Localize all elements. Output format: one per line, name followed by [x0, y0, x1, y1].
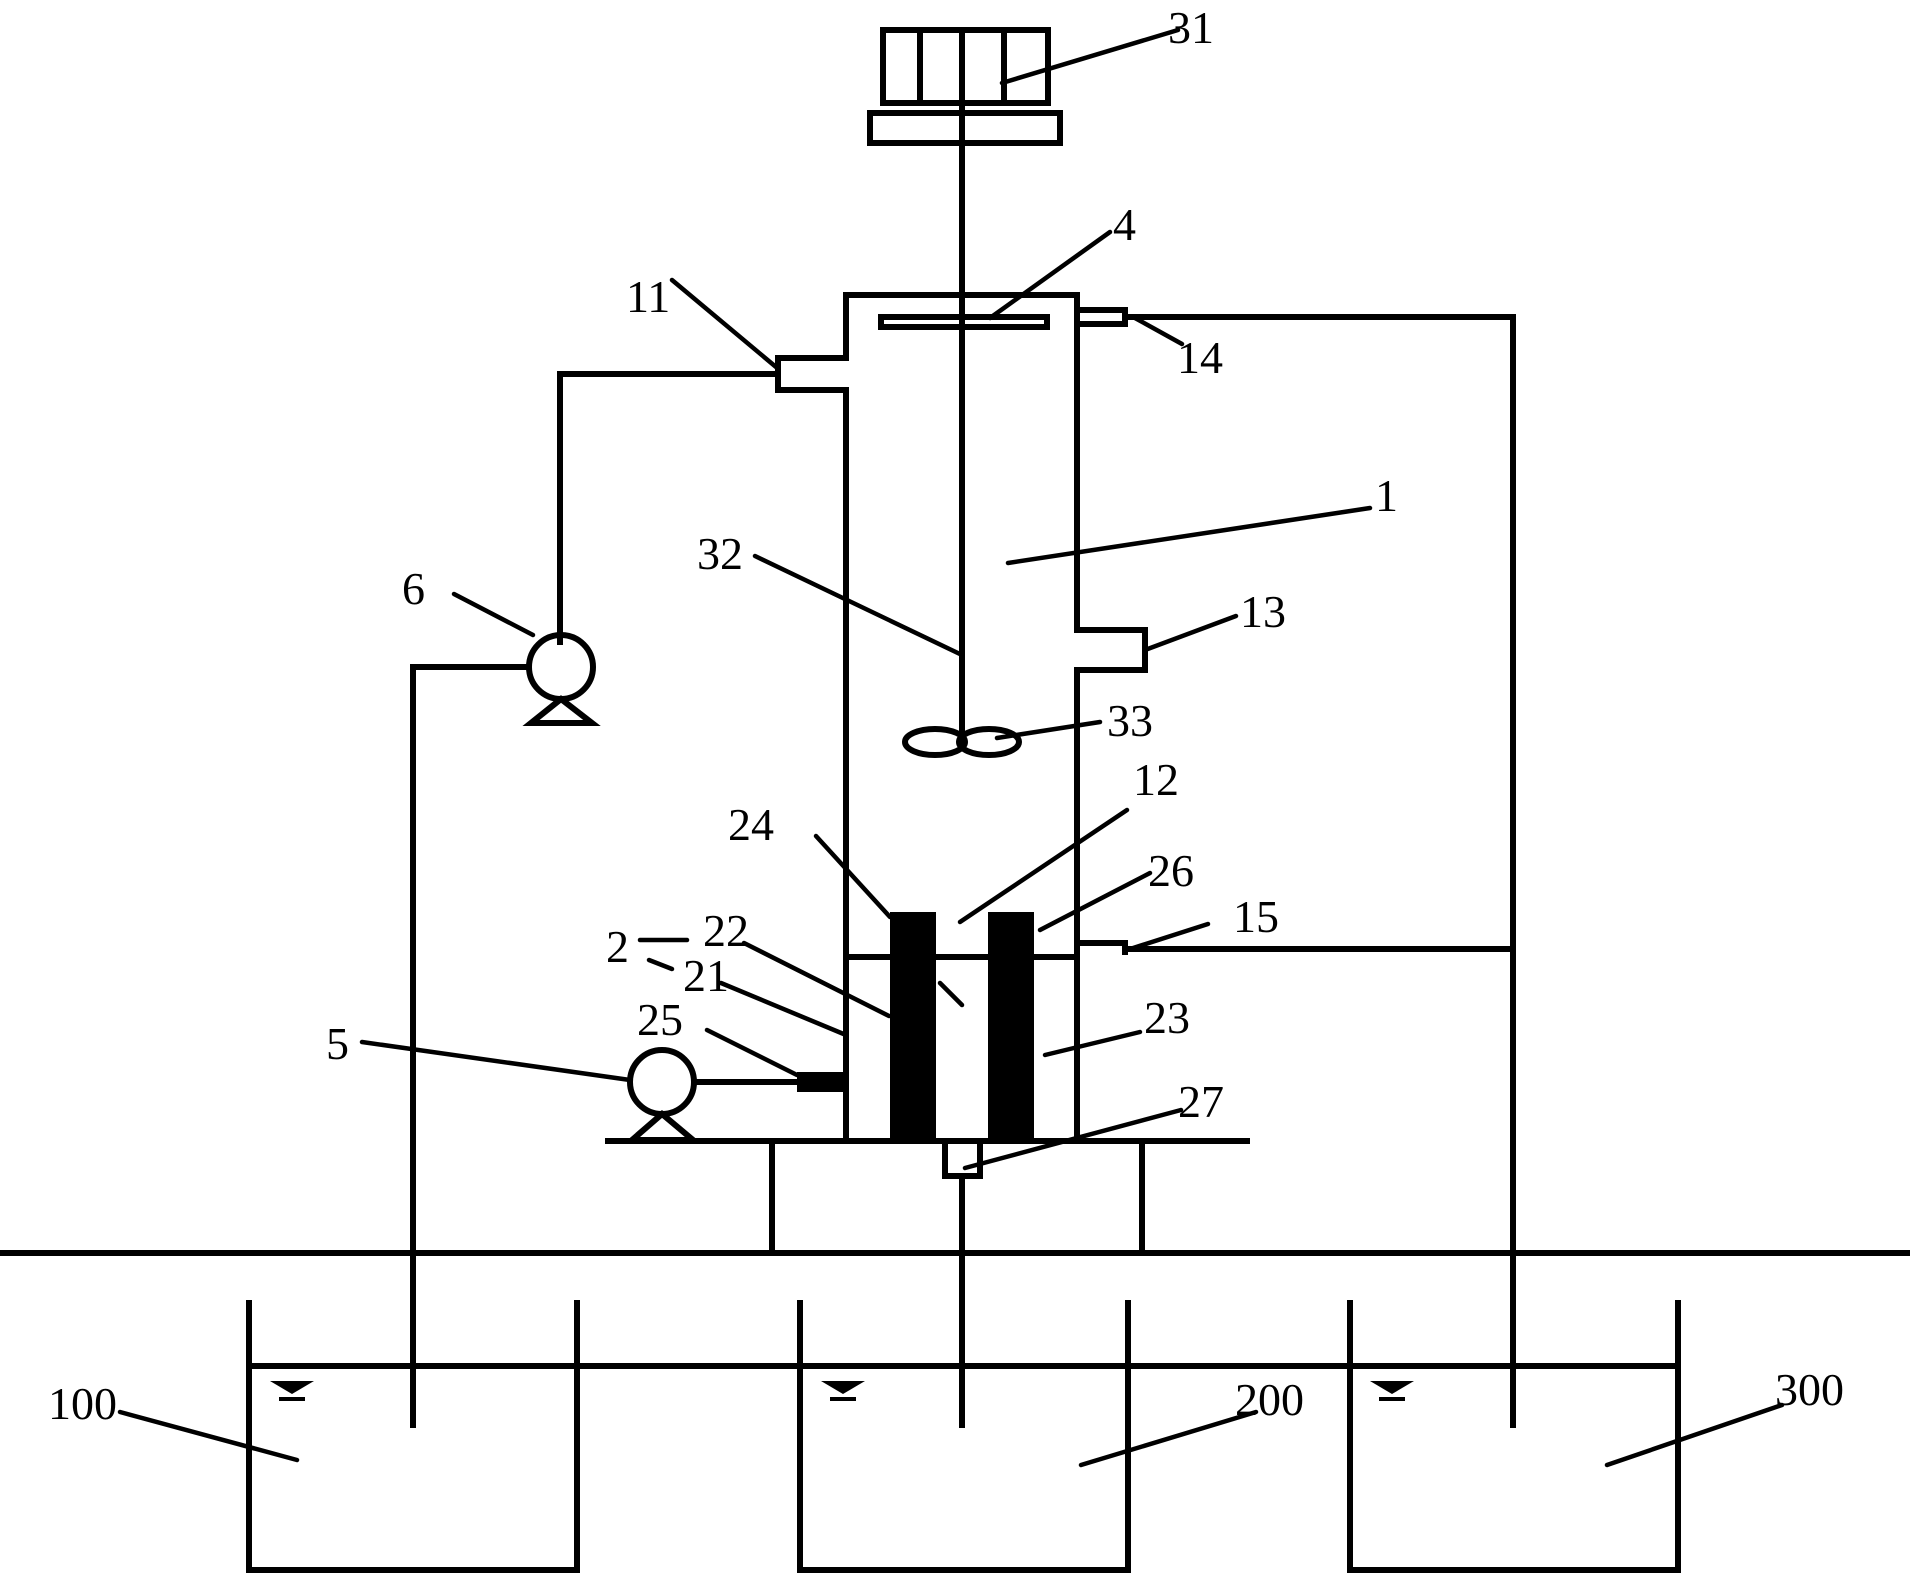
- pipe-pump-6-to-inlet-11: [557, 371, 778, 645]
- label-4: 4: [1113, 199, 1136, 250]
- label-13: 13: [1240, 586, 1286, 637]
- electrode-left: [890, 912, 936, 1140]
- label-11: 11: [626, 271, 670, 322]
- outlet-15: [1077, 940, 1128, 955]
- pipe-overflow-14: [1125, 314, 1516, 1428]
- label-2: 2: [606, 921, 629, 972]
- impeller: [902, 718, 1022, 758]
- label-32: 32: [697, 528, 743, 579]
- label-25: 25: [637, 994, 683, 1045]
- label-23: 23: [1144, 992, 1190, 1043]
- reactor-vessel: [775, 292, 1148, 1141]
- label-27: 27: [1178, 1076, 1224, 1127]
- label-6: 6: [402, 563, 425, 614]
- label-100: 100: [48, 1378, 117, 1429]
- label-1: 1: [1375, 470, 1398, 521]
- outlet-14: [1077, 307, 1128, 327]
- label-33: 33: [1107, 695, 1153, 746]
- label-5: 5: [326, 1018, 349, 1069]
- pipe-feed-to-pump-6: [410, 664, 528, 1428]
- inlet-fitting-25: [797, 1072, 847, 1092]
- label-21: 21: [683, 950, 729, 1001]
- pump-5: [623, 1047, 702, 1143]
- label-22: 22: [703, 905, 749, 956]
- label-200: 200: [1235, 1374, 1304, 1425]
- label-24: 24: [728, 799, 774, 850]
- electrode-right: [988, 912, 1034, 1140]
- labels: 31 4 11 14 1 32 6 13 33 12 24 26 22 15 2…: [48, 2, 1844, 1429]
- baffle-plate: [878, 314, 1050, 330]
- leader-lines: [117, 27, 1785, 1468]
- electrolysis-cell: [797, 912, 1080, 1141]
- label-31: 31: [1168, 2, 1214, 53]
- base-platform: [605, 1138, 1250, 1253]
- label-15: 15: [1233, 891, 1279, 942]
- pump-6: [522, 632, 601, 726]
- label-14: 14: [1177, 332, 1223, 383]
- label-300: 300: [1775, 1364, 1844, 1415]
- label-12: 12: [1133, 754, 1179, 805]
- label-26: 26: [1148, 845, 1194, 896]
